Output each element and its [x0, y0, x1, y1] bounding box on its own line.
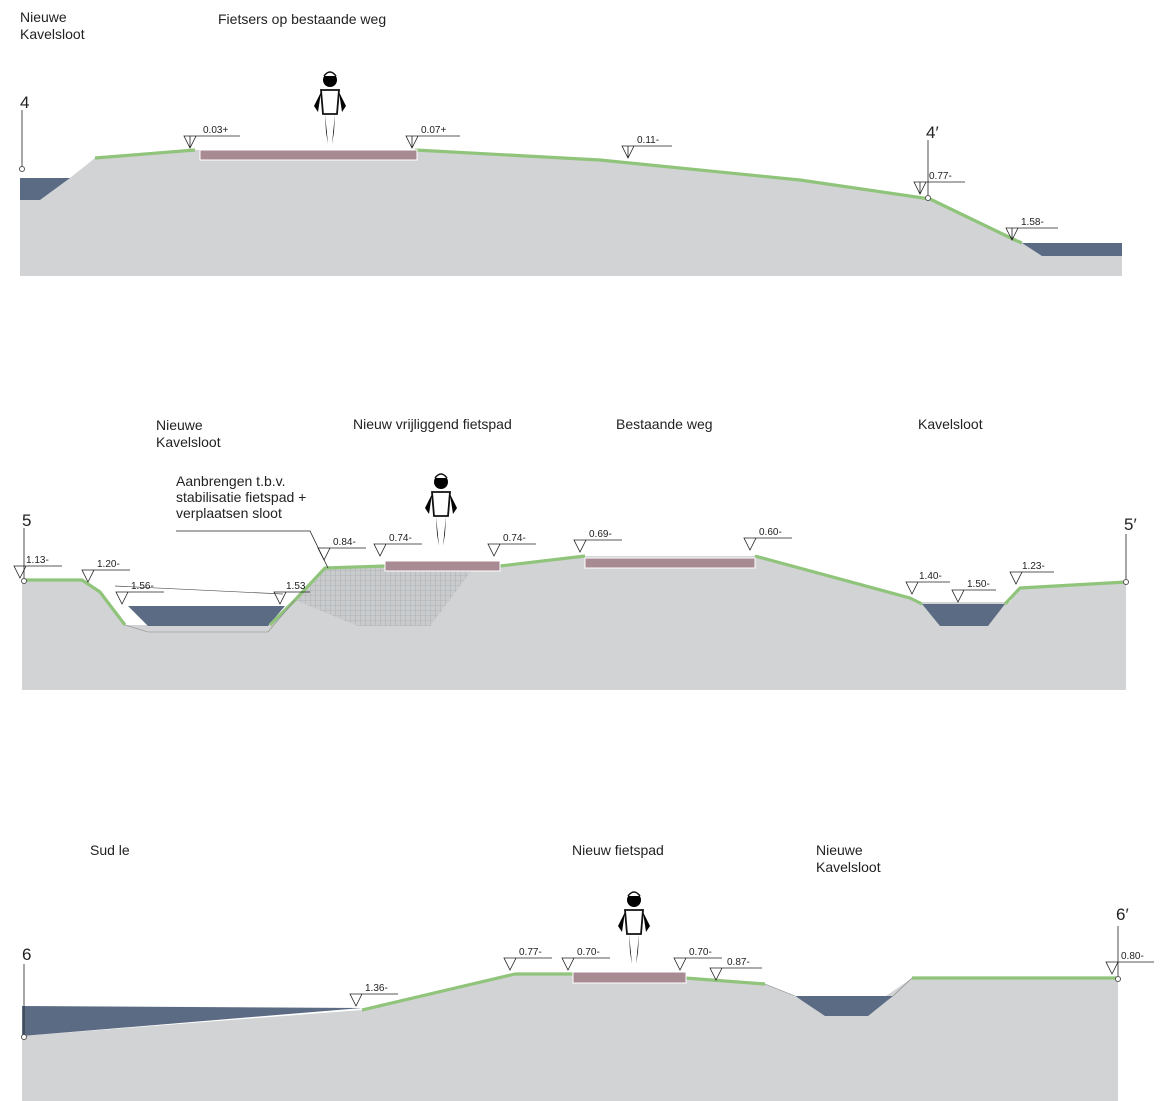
elevation-tag: 1.50-	[951, 579, 996, 603]
label-stabilisation-note: Aanbrengen t.b.v.stabilisatie fietspad +…	[176, 473, 306, 521]
road-new-5	[384, 560, 501, 572]
water-right-5	[922, 604, 1005, 626]
svg-text:1.20-: 1.20-	[97, 559, 120, 570]
elevation-tag: 1.23-	[1009, 561, 1054, 585]
label-sud-le: Sud le	[90, 842, 130, 858]
section-6: 6 6′ 1.36- 0.77- 0.70- 0.70- 0.87- 0.80-…	[21, 842, 1154, 1101]
svg-text:0.70-: 0.70-	[689, 947, 712, 958]
svg-text:0.74-: 0.74-	[389, 533, 412, 544]
svg-text:0.03+: 0.03+	[203, 125, 228, 136]
svg-text:1.36-: 1.36-	[365, 983, 388, 994]
elevation-tag: 1.53	[273, 581, 310, 605]
ground-section-4	[20, 150, 1122, 276]
stabilisation-area	[295, 566, 475, 626]
elevation-tag: 1.58-	[1005, 217, 1058, 241]
marker-5-prime: 5′	[1124, 515, 1137, 534]
svg-text:0.87-: 0.87-	[727, 957, 750, 968]
elevation-tag: 1.40-	[905, 571, 950, 595]
svg-text:0.07+: 0.07+	[421, 125, 446, 136]
water-ditch-6	[795, 996, 893, 1016]
water-left-4	[20, 178, 70, 200]
ground-section-6	[22, 974, 1118, 1101]
label-nieuw-vrijliggend-fietspad: Nieuw vrijliggend fietspad	[353, 416, 512, 432]
elevation-tag: 0.69-	[573, 529, 622, 553]
elevation-tag: 0.80-	[1105, 951, 1154, 975]
water-left-5	[128, 606, 285, 626]
road-4	[199, 149, 418, 161]
elevation-tag: 1.20-	[81, 559, 130, 583]
section-4: 4 4′ 0.03+ 0.07+ 0.11- 0.77- 1.58- Nieuw…	[19, 9, 1122, 276]
svg-text:0.77-: 0.77-	[519, 947, 542, 958]
grass-line-4	[94, 148, 1023, 245]
svg-text:1.23-: 1.23-	[1022, 561, 1045, 572]
svg-text:1.50-: 1.50-	[967, 579, 990, 590]
cyclist-icon	[423, 472, 459, 554]
elevation-tag: 0.03+	[183, 125, 240, 149]
note-leader-line	[176, 530, 329, 569]
water-left-6	[22, 1006, 362, 1036]
svg-text:0.70-: 0.70-	[577, 947, 600, 958]
elevation-tag: 0.84-	[317, 537, 366, 561]
label-kavelsloot: Kavelsloot	[918, 416, 983, 432]
elevation-tag: 0.77-	[913, 171, 965, 195]
elevation-tag: 1.56-	[115, 581, 164, 605]
elevation-tag: 0.70-	[561, 947, 610, 971]
elevation-tag: 0.77-	[503, 947, 552, 971]
elevation-tag: 0.07+	[405, 125, 460, 149]
ground-section-5	[22, 556, 1126, 690]
elevation-tag: 0.70-	[673, 947, 722, 971]
marker-6: 6	[22, 945, 31, 964]
elevation-tag: 0.74-	[487, 533, 536, 557]
grass-line-6	[361, 972, 1118, 1012]
section-5: 5 5′ 1.13- 1.20- 1.56- 1.53 0.84- 0.74- …	[13, 416, 1137, 690]
label-fietsers: Fietsers op bestaande weg	[218, 11, 386, 27]
svg-text:1.40-: 1.40-	[919, 571, 942, 582]
svg-text:0.11-: 0.11-	[637, 135, 659, 146]
label-bestaande-weg: Bestaande weg	[616, 416, 713, 432]
elevation-tag: 1.36-	[349, 983, 398, 1007]
svg-text:0.60-: 0.60-	[759, 527, 782, 538]
elevation-tag: 0.60-	[743, 527, 792, 551]
marker-4-prime: 4′	[926, 123, 939, 142]
svg-text:1.58-: 1.58-	[1021, 217, 1044, 228]
elevation-tag: 0.74-	[373, 533, 422, 557]
cyclist-icon	[312, 70, 348, 152]
marker-5: 5	[22, 511, 31, 530]
label-nieuw-fietspad: Nieuw fietspad	[572, 842, 664, 858]
svg-text:0.80-: 0.80-	[1121, 951, 1144, 962]
water-right-4	[1022, 243, 1122, 256]
grass-line-5	[22, 554, 1127, 627]
svg-text:0.69-: 0.69-	[589, 529, 612, 540]
svg-text:1.53: 1.53	[286, 581, 306, 592]
marker-4: 4	[20, 93, 29, 112]
road-6	[572, 971, 687, 984]
elevation-tag: 1.13-	[13, 555, 62, 579]
svg-text:0.74-: 0.74-	[503, 533, 526, 544]
marker-6-prime: 6′	[1116, 905, 1129, 924]
svg-text:1.13-: 1.13-	[26, 555, 49, 566]
svg-text:1.56-: 1.56-	[131, 581, 154, 592]
svg-text:0.77-: 0.77-	[929, 171, 952, 182]
cyclist-icon	[616, 890, 652, 972]
elevation-tag: 0.11-	[621, 135, 672, 159]
svg-text:0.84-: 0.84-	[333, 537, 356, 548]
road-existing-5	[584, 557, 756, 569]
elevation-tag: 0.87-	[709, 957, 762, 981]
